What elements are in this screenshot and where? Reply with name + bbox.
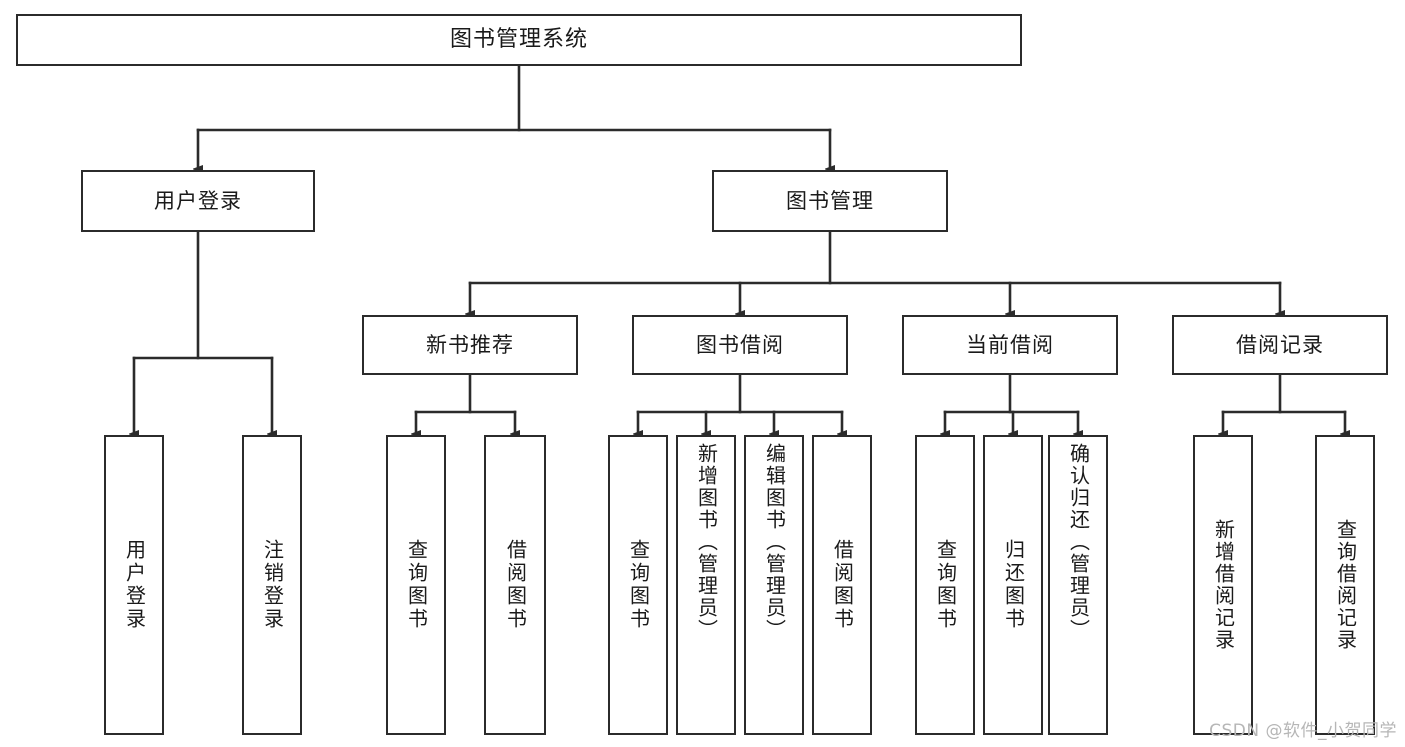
node-leaf-record-add[interactable]: 新增借阅记录 xyxy=(1193,435,1253,735)
node-label: 用户登录 xyxy=(154,188,242,213)
node-leaf-new-query[interactable]: 查询图书 xyxy=(386,435,446,735)
node-label: 借阅图书 xyxy=(830,539,855,631)
node-login[interactable]: 用户登录 xyxy=(81,170,315,232)
node-label: 图书借阅 xyxy=(696,332,784,357)
node-label: 归还图书 xyxy=(1001,539,1026,631)
node-bookmgr[interactable]: 图书管理 xyxy=(712,170,948,232)
node-leaf-borrow-lend[interactable]: 借阅图书 xyxy=(812,435,872,735)
node-leaf-new-borrow[interactable]: 借阅图书 xyxy=(484,435,546,735)
node-label: 新增图书（管理员） xyxy=(694,443,719,641)
node-label: 新增借阅记录 xyxy=(1211,519,1236,651)
node-label: 新书推荐 xyxy=(426,332,514,357)
node-label: 编辑图书（管理员） xyxy=(762,443,787,641)
node-leaf-borrow-add[interactable]: 新增图书（管理员） xyxy=(676,435,736,735)
node-borrow[interactable]: 图书借阅 xyxy=(632,315,848,375)
node-label: 借阅图书 xyxy=(503,539,528,631)
node-leaf-record-query[interactable]: 查询借阅记录 xyxy=(1315,435,1375,735)
node-current[interactable]: 当前借阅 xyxy=(902,315,1118,375)
node-leaf-current-query[interactable]: 查询图书 xyxy=(915,435,975,735)
node-label: 查询借阅记录 xyxy=(1333,519,1358,651)
node-label: 图书管理 xyxy=(786,188,874,213)
node-records[interactable]: 借阅记录 xyxy=(1172,315,1388,375)
node-label: 查询图书 xyxy=(626,539,651,631)
node-label: 查询图书 xyxy=(933,539,958,631)
node-leaf-borrow-query[interactable]: 查询图书 xyxy=(608,435,668,735)
node-label: 注销登录 xyxy=(260,539,285,631)
node-label: 确认归还（管理员） xyxy=(1066,443,1091,641)
watermark-label: CSDN @软件_小贺同学 xyxy=(1209,721,1397,741)
edge-paths xyxy=(134,64,1345,434)
node-newbook[interactable]: 新书推荐 xyxy=(362,315,578,375)
node-label: 图书管理系统 xyxy=(449,27,588,53)
node-leaf-current-return[interactable]: 归还图书 xyxy=(983,435,1043,735)
node-label: 借阅记录 xyxy=(1236,332,1324,357)
node-leaf-user-login[interactable]: 用户登录 xyxy=(104,435,164,735)
node-root[interactable]: 图书管理系统 xyxy=(16,14,1022,66)
node-label: 当前借阅 xyxy=(966,332,1054,357)
node-leaf-current-confirm[interactable]: 确认归还（管理员） xyxy=(1048,435,1108,735)
node-label: 查询图书 xyxy=(404,539,429,631)
node-label: 用户登录 xyxy=(122,539,147,631)
node-leaf-user-logout[interactable]: 注销登录 xyxy=(242,435,302,735)
node-leaf-borrow-edit[interactable]: 编辑图书（管理员） xyxy=(744,435,804,735)
